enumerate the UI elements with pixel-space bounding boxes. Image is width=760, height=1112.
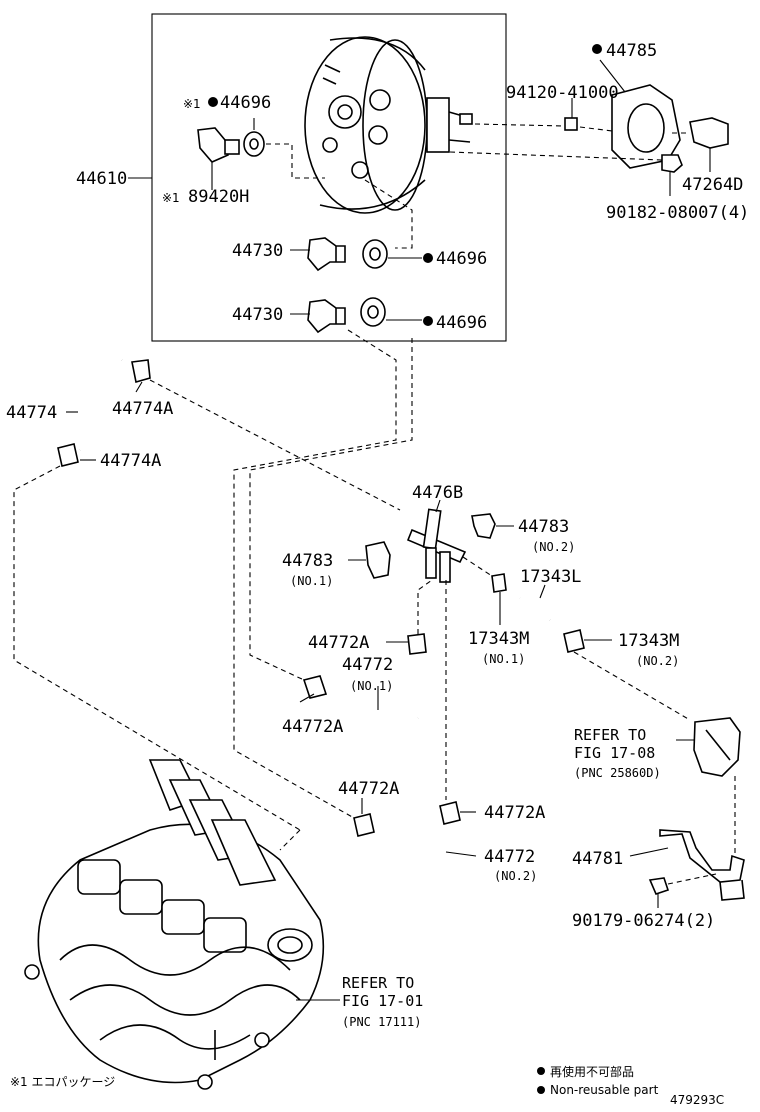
clamp-44783-no1-icon — [365, 541, 391, 579]
label-44774a-bottom: 44774A — [100, 451, 161, 471]
label-44772-no2: 44772 — [484, 847, 535, 867]
non-reusable-dot-44696-a — [423, 253, 433, 263]
grommet-44696-top-icon — [243, 131, 265, 157]
label-44772-no2-sub: (NO.2) — [494, 869, 537, 883]
eco-mark-89420: ※1 — [162, 191, 180, 205]
label-44774: 44774 — [6, 403, 57, 423]
intake-manifold-icon — [24, 759, 325, 1090]
nut-90182-icon — [661, 154, 683, 173]
clip-44772a-4-icon — [439, 801, 461, 825]
label-17343m-no2-sub: (NO.2) — [636, 654, 679, 668]
hose-44772-no1-icon — [316, 684, 424, 757]
label-44772a-2: 44772A — [282, 717, 343, 737]
label-44781: 44781 — [572, 849, 623, 869]
label-44730-b: 44730 — [232, 305, 283, 325]
legend-non-reusable-en: Non-reusable part — [550, 1083, 659, 1097]
label-44783-no2: 44783 — [518, 517, 569, 537]
label-44783-no1-sub: (NO.1) — [290, 574, 333, 588]
label-17343l: 17343L — [520, 567, 581, 587]
ref1-line2: FIG 17-08 — [574, 744, 655, 762]
diagram-id: 479293C — [670, 1093, 724, 1107]
label-44772a-1: 44772A — [308, 633, 369, 653]
brake-booster-icon — [304, 36, 473, 214]
legend-dot-jp — [537, 1067, 545, 1075]
hose-17343l-icon — [519, 593, 555, 623]
tee-4476b-icon — [406, 508, 467, 583]
nut-94120-icon — [564, 117, 578, 131]
label-44696-b: 44696 — [436, 313, 487, 333]
grommet-44696-b-icon — [360, 297, 386, 327]
grommet-44696-a-icon — [362, 239, 388, 269]
clamp-44783-no2-icon — [471, 513, 496, 539]
eco-mark: ※1 — [183, 97, 201, 111]
label-44774a-top: 44774A — [112, 399, 173, 419]
label-44772a-4: 44772A — [484, 803, 545, 823]
clip-44774a-bottom-icon — [57, 443, 79, 467]
union-44730-a-icon — [307, 237, 346, 272]
eco-package-note: ※1 エコパッケージ — [10, 1075, 115, 1089]
legend-dot-en — [537, 1086, 545, 1094]
clip-44772a-1-icon — [407, 633, 427, 655]
label-4476b: 4476B — [412, 483, 463, 503]
bracket-44781-icon — [659, 829, 745, 901]
switch-47264d-icon — [689, 117, 729, 149]
non-reusable-dot-44696-b — [423, 316, 433, 326]
label-44696-a: 44696 — [436, 249, 487, 269]
gasket-44785-icon — [611, 84, 681, 169]
label-44730-a: 44730 — [232, 241, 283, 261]
label-44783-no1: 44783 — [282, 551, 333, 571]
clip-44772a-3-icon — [353, 813, 375, 837]
union-44730-b-icon — [307, 299, 346, 334]
check-valve-89420h-icon — [197, 127, 240, 163]
hose-44774-icon — [66, 348, 125, 454]
ref2-line2: FIG 17-01 — [342, 992, 423, 1010]
label-90182: 90182-08007(4) — [606, 203, 749, 223]
non-reusable-dot-44785 — [592, 44, 602, 54]
label-44783-no2-sub: (NO.2) — [532, 540, 575, 554]
clamp-17343m-no1-icon — [491, 573, 507, 593]
label-89420h: 89420H — [188, 187, 249, 207]
vsv-valve-icon — [693, 717, 741, 777]
label-44772-no1: 44772 — [342, 655, 393, 675]
clip-44774a-top-icon — [131, 359, 151, 384]
label-17343m-no1-sub: (NO.1) — [482, 652, 525, 666]
label-44610: 44610 — [76, 169, 127, 189]
ref1-line3: (PNC 25860D) — [574, 766, 661, 780]
label-47264d: 47264D — [682, 175, 743, 195]
clip-44772a-2-icon — [302, 675, 328, 699]
label-94120: 94120-41000 — [506, 83, 619, 103]
label-44772a-3: 44772A — [338, 779, 399, 799]
non-reusable-dot-44696-top — [208, 97, 218, 107]
bolt-90179-icon — [648, 877, 670, 895]
ref1-line1: REFER TO — [574, 726, 646, 744]
clamp-17343m-no2-icon — [563, 629, 585, 653]
label-44772-no1-sub: (NO.1) — [350, 679, 393, 693]
ref2-line3: (PNC 17111) — [342, 1015, 421, 1029]
label-17343m-no1: 17343M — [468, 629, 529, 649]
label-17343m-no2: 17343M — [618, 631, 679, 651]
label-44785: 44785 — [606, 41, 657, 61]
label-44696-top: 44696 — [220, 93, 271, 113]
label-90179: 90179-06274(2) — [572, 911, 715, 931]
ref2-line1: REFER TO — [342, 974, 414, 992]
legend-non-reusable-jp: 再使用不可部品 — [550, 1064, 634, 1079]
hose-44772-no2-icon — [365, 815, 454, 865]
